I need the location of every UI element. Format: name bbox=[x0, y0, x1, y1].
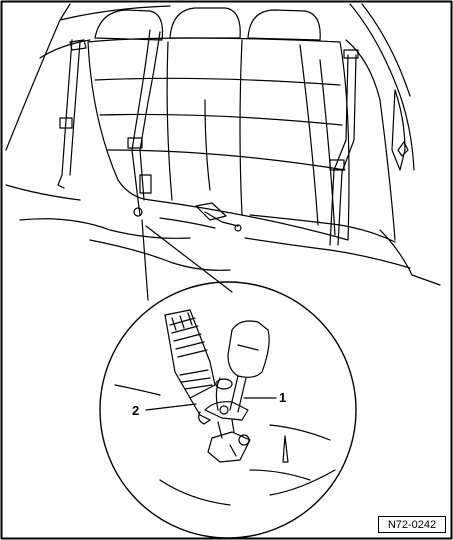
callout-1-label: 1 bbox=[279, 390, 287, 405]
rear-seat bbox=[87, 7, 350, 241]
car-interior bbox=[5, 3, 441, 286]
magnifier-leader-lines bbox=[141, 219, 233, 301]
reference-code-label: N72-0242 bbox=[378, 516, 446, 533]
detail-magnifier bbox=[99, 281, 357, 539]
seat-belts-on-seat bbox=[57, 29, 359, 246]
callout-2-leader bbox=[145, 403, 197, 411]
callout-2-label: 2 bbox=[132, 403, 140, 418]
